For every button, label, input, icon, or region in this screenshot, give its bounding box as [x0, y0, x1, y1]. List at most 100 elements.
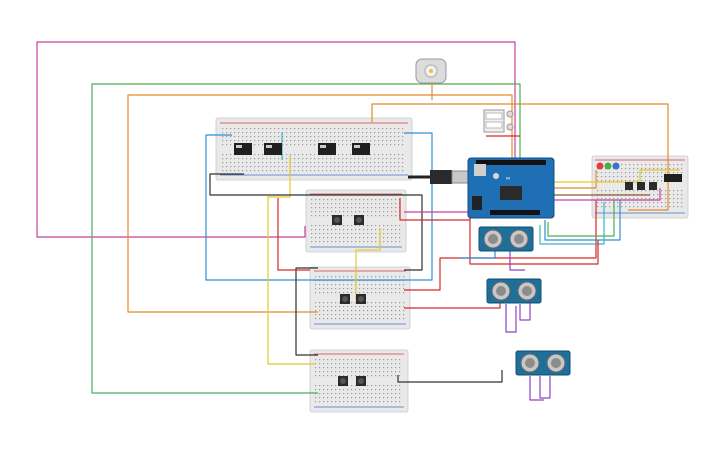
wire-yellow-2[interactable] [355, 228, 381, 300]
relay-4[interactable] [352, 143, 370, 155]
relay-1[interactable] [234, 143, 252, 155]
power-supply[interactable] [483, 109, 514, 133]
wire-magenta-left[interactable] [36, 41, 516, 238]
main-breadboard[interactable] [215, 117, 413, 181]
push-button-2b[interactable] [356, 294, 366, 304]
breadboard-hole [395, 288, 397, 290]
wire-black-1[interactable] [209, 173, 423, 271]
breadboard-hole [367, 367, 369, 369]
wire-black-2[interactable] [295, 267, 318, 356]
breadboard-hole [330, 166, 332, 168]
breadboard-hole [327, 288, 329, 290]
breadboard-hole [302, 144, 304, 146]
wire-purple-1[interactable] [509, 248, 525, 271]
push-button-right-b[interactable] [637, 182, 645, 190]
wire-orange-right[interactable] [371, 103, 669, 211]
ultrasonic-sensor-1[interactable] [478, 226, 534, 252]
breadboard-hole [661, 164, 663, 166]
breadboard-hole [315, 302, 317, 304]
wire-red-3[interactable] [404, 200, 597, 291]
breadboard-hole [310, 166, 312, 168]
wire-green-right[interactable] [547, 200, 615, 237]
breadboard-hole [351, 318, 353, 320]
wire-black-3[interactable] [397, 370, 503, 383]
wire-orange-right-2[interactable] [548, 170, 597, 189]
wire-blue-right[interactable] [544, 200, 621, 241]
relay-3[interactable] [318, 143, 336, 155]
wire-purple-3[interactable] [519, 300, 531, 321]
breadboard-hole [286, 128, 288, 130]
led-blue[interactable] [612, 162, 620, 170]
wire-red-btn[interactable] [469, 218, 599, 265]
breadboard-hole [318, 132, 320, 134]
push-button-1a[interactable] [332, 215, 342, 225]
arduino-uno[interactable]: ∞ [467, 157, 555, 219]
breadboard-hole [375, 237, 377, 239]
dc-motor[interactable] [415, 58, 447, 84]
breadboard-hole [331, 371, 333, 373]
wire-blue-left[interactable] [205, 132, 433, 281]
breadboard-hole [274, 140, 276, 142]
breadboard-hole [319, 302, 321, 304]
breadboard-hole [327, 363, 329, 365]
wire-purple-2[interactable] [505, 304, 517, 333]
breadboard-hole [367, 318, 369, 320]
breadboard-hole [347, 314, 349, 316]
breadboard-hole [331, 276, 333, 278]
wire-red-4[interactable] [404, 300, 501, 309]
breadboard-hole [621, 190, 623, 192]
wire-yellow-right[interactable] [552, 169, 680, 183]
push-button-right-c[interactable] [649, 182, 657, 190]
breadboard-hole [374, 162, 376, 164]
breadboard-hole [391, 318, 393, 320]
breadboard-hole [617, 190, 619, 192]
breadboard-hole [339, 359, 341, 361]
breadboard-hole [395, 363, 397, 365]
breadboard-hole [665, 198, 667, 200]
wire-red-2[interactable] [399, 198, 471, 221]
wire-yellow-1[interactable] [267, 155, 316, 365]
led-red[interactable] [596, 162, 604, 170]
wire-blue-sensor[interactable] [460, 250, 496, 259]
breadboard-hole [398, 158, 400, 160]
relay-2[interactable] [264, 143, 282, 155]
push-button-1b[interactable] [354, 215, 364, 225]
breadboard-hole [601, 206, 603, 208]
breadboard-hole [347, 288, 349, 290]
breadboard-hole [673, 172, 675, 174]
breadboard-hole [387, 306, 389, 308]
ultrasonic-sensor-2[interactable] [486, 278, 542, 304]
breadboard-hole [315, 225, 317, 227]
breadboard-hole [358, 132, 360, 134]
breadboard-hole [254, 158, 256, 160]
breadboard-hole [343, 375, 345, 377]
push-button-3a[interactable] [338, 376, 348, 386]
wire-green-outer[interactable] [91, 83, 521, 394]
usb-cable[interactable] [408, 170, 471, 184]
breadboard-hole [645, 176, 647, 178]
wire-red-1[interactable] [277, 198, 310, 271]
breadboard-hole [399, 371, 401, 373]
breadboard-hole [286, 166, 288, 168]
breadboard-hole [645, 198, 647, 200]
breadboard-hole [363, 359, 365, 361]
breadboard-hole [677, 168, 679, 170]
breadboard-hole [347, 233, 349, 235]
wire-purple-5[interactable] [529, 376, 544, 401]
wire-magenta-right[interactable] [552, 188, 661, 201]
breadboard-hole [379, 318, 381, 320]
push-button-3b[interactable] [356, 376, 366, 386]
breadboard-hole [657, 176, 659, 178]
wire-purple-4[interactable] [539, 376, 551, 399]
breadboard-hole [375, 284, 377, 286]
breadboard-hole [625, 172, 627, 174]
wire-cyan-right[interactable] [539, 202, 605, 245]
ultrasonic-sensor-3[interactable] [515, 350, 571, 376]
breadboard-hole [673, 194, 675, 196]
arduino-logo: ∞ [506, 176, 510, 182]
push-button-right-a[interactable] [625, 182, 633, 190]
ic-chip[interactable] [664, 174, 682, 182]
push-button-2a[interactable] [340, 294, 350, 304]
led-green[interactable] [604, 162, 612, 170]
breadboard-hole [395, 306, 397, 308]
